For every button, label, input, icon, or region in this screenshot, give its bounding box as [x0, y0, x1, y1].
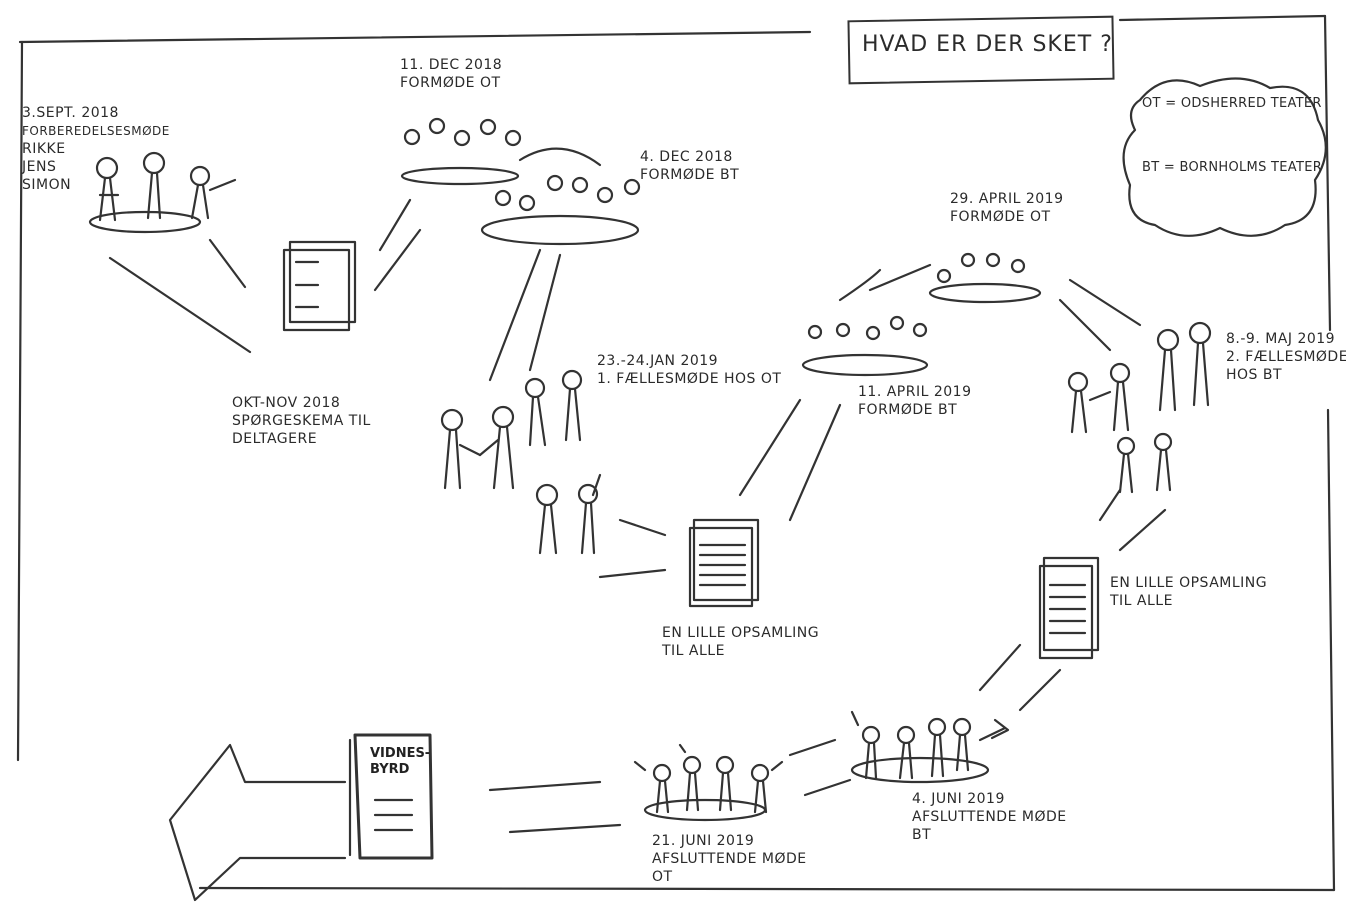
event-bt2: 11. APRIL 2019 FORMØDE BT	[858, 384, 972, 418]
event-bt1: 4. DEC 2018 FORMØDE BT	[640, 149, 740, 183]
event-ot1: 11. DEC 2018 FORMØDE OT	[400, 57, 503, 91]
event-prep: 3.SEPT. 2018 FORBEREDELSESMØDE RIKKE JEN…	[22, 105, 170, 193]
page-title: HVAD ER DER SKET ?	[862, 32, 1113, 57]
event-final-bt: 4. JUNI 2019 AFSLUTTENDE MØDE BT	[912, 791, 1067, 843]
legend-cloud	[1122, 77, 1327, 237]
event-ot2: 29. APRIL 2019 FORMØDE OT	[950, 191, 1064, 225]
event-summary1: EN LILLE OPSAMLING TIL ALLE	[662, 625, 820, 659]
legend-bt: BT = BORNHOLMS TEATER	[1142, 160, 1323, 175]
event-summary2: EN LILLE OPSAMLING TIL ALLE	[1110, 575, 1268, 609]
figures	[95, 117, 1212, 783]
questionnaire-doc	[282, 240, 357, 332]
exit-arrow	[168, 743, 347, 902]
event-joint2: 8.-9. MAJ 2019 2. FÆLLESMØDE HOS BT	[1226, 331, 1346, 383]
frame-top-right	[1118, 14, 1327, 22]
event-survey: OKT-NOV 2018 SPØRGESKEMA TIL DELTAGERE	[232, 395, 371, 447]
certificate-label: VIDNES- BYRD	[370, 746, 431, 777]
legend-ot: OT = ODSHERRED TEATER	[1142, 96, 1322, 111]
summary-doc-1	[688, 518, 760, 608]
frame-top-left	[18, 30, 812, 44]
certificate-doc	[353, 733, 434, 860]
frame-left	[16, 40, 24, 762]
frame-right-lower	[1326, 408, 1336, 892]
event-joint1: 23.-24.JAN 2019 1. FÆLLESMØDE HOS OT	[597, 353, 782, 387]
frame-bottom	[198, 886, 1336, 892]
event-final-ot: 21. JUNI 2019 AFSLUTTENDE MØDE OT	[652, 833, 807, 885]
frame-right	[1323, 14, 1332, 332]
